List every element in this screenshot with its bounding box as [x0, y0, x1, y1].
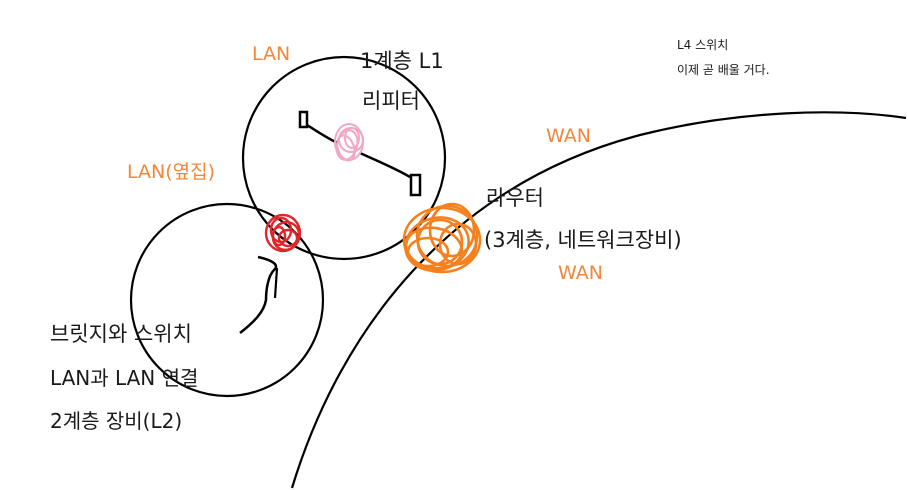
neighbor-lan-circle [129, 202, 325, 398]
router-node [402, 202, 482, 274]
bridge-desc-label: LAN과 LAN 연결 [50, 366, 199, 390]
bridge-layer-label: 2계층 장비(L2) [50, 409, 183, 433]
bridge-name-label: 브릿지와 스위치 [50, 322, 192, 346]
bridge-cable-tail [273, 267, 279, 299]
bridge-cable [239, 255, 278, 334]
wan-lower-label: WAN [558, 262, 603, 284]
bridge-node [264, 213, 302, 253]
lan-circle [241, 55, 447, 261]
note-body: 이제 곧 배울 거다. [677, 63, 770, 77]
router-desc-label: (3계층, 네트워크장비) [484, 228, 682, 252]
note-title: L4 스위치 [677, 38, 729, 52]
repeater-node [334, 123, 364, 162]
repeater-name-label: 리피터 [362, 89, 420, 113]
wan-upper-label: WAN [546, 125, 591, 147]
lan-label: LAN [252, 43, 291, 65]
wan-boundary-arc [290, 111, 907, 489]
router-name-label: 라우터 [486, 186, 544, 210]
repeater-layer-label: 1계층 L1 [360, 49, 444, 73]
neighbor-lan-label: LAN(옆집) [127, 161, 216, 183]
